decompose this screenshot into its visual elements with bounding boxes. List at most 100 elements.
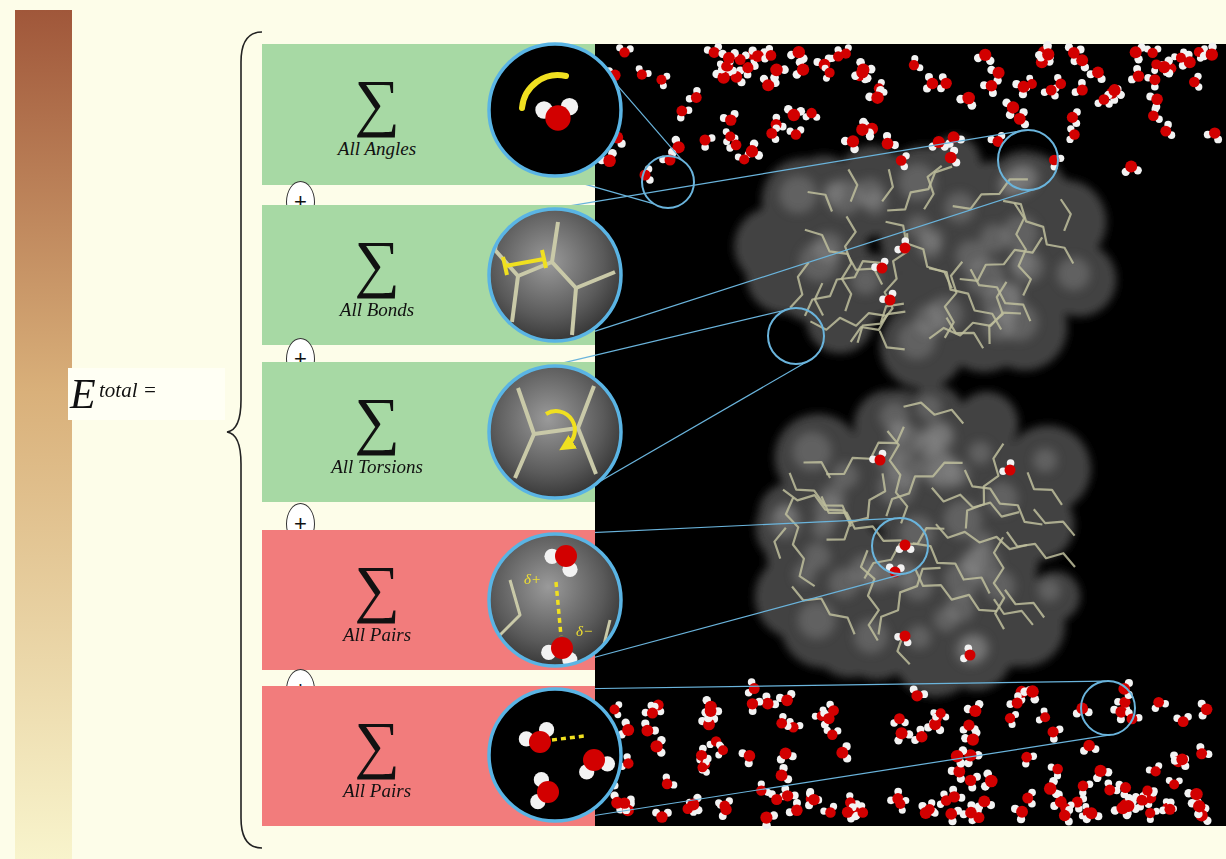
- water-molecule: [766, 125, 780, 143]
- water-molecule: [856, 118, 874, 137]
- oxygen-atom: [760, 812, 772, 824]
- water-molecule: [980, 80, 997, 97]
- bond-stick: [1034, 509, 1075, 535]
- oxygen-atom: [782, 790, 793, 801]
- bond-stick: [904, 403, 964, 424]
- water-molecule: [1171, 49, 1187, 63]
- oxygen-atom: [756, 785, 766, 795]
- oxygen-atom: [1069, 129, 1080, 140]
- leader-line: [579, 362, 806, 493]
- oxygen-atom: [623, 758, 633, 768]
- oxygen-atom: [808, 794, 820, 806]
- water-molecule: [896, 540, 915, 554]
- water-molecule: [1044, 777, 1061, 798]
- water-molecule: [618, 719, 635, 739]
- oxygen-atom: [900, 243, 911, 254]
- surface-highlight: [1038, 579, 1061, 602]
- leader-line: [565, 574, 904, 666]
- oxygen-atom: [894, 713, 905, 724]
- bond-stick: [887, 167, 952, 211]
- bond-stick: [960, 237, 1042, 280]
- oxygen-atom: [806, 108, 816, 118]
- oxygen-atom: [705, 705, 717, 717]
- oxygen-atom: [1086, 807, 1098, 819]
- oxygen-atom: [641, 725, 653, 737]
- water-molecule: [1144, 45, 1161, 58]
- water-molecule: [786, 799, 803, 816]
- oxygen-atom: [609, 70, 620, 81]
- oxygen-atom: [1068, 47, 1080, 59]
- term-text-column: ∑All Pairs: [262, 686, 492, 826]
- surface-highlight: [779, 175, 817, 213]
- water-molecule: [896, 152, 910, 170]
- oxygen-atom: [945, 152, 957, 164]
- oxygen-atom: [963, 720, 974, 731]
- oxygen-atom: [1016, 806, 1028, 818]
- water-molecule: [749, 47, 769, 62]
- water-molecule: [841, 135, 859, 153]
- water-molecule: [924, 799, 938, 816]
- focus-ring: [642, 156, 694, 208]
- water-molecule: [945, 807, 962, 826]
- oxygen-atom: [909, 60, 919, 70]
- water-molecule: [760, 811, 778, 829]
- water-molecule: [745, 678, 760, 696]
- oxygen-atom: [1142, 786, 1152, 796]
- bond-stick: [805, 261, 881, 316]
- surface-highlight: [969, 441, 992, 464]
- oxygen-atom: [1153, 697, 1164, 708]
- water-molecule: [784, 105, 805, 121]
- water-molecule: [610, 701, 623, 718]
- oxygen-atom: [965, 807, 977, 819]
- bond-stick: [790, 262, 808, 307]
- water-molecule: [787, 126, 805, 139]
- water-molecule: [1021, 752, 1037, 768]
- water-molecule: [697, 759, 709, 776]
- gradient-bar: [15, 10, 72, 859]
- oxygen-atom: [709, 47, 720, 58]
- water-molecule: [820, 709, 834, 728]
- water-molecule: [1048, 763, 1063, 779]
- water-molecule: [911, 726, 927, 744]
- oxygen-atom: [742, 62, 753, 73]
- oxygen-atom: [619, 47, 629, 57]
- oxygen-atom: [969, 705, 981, 717]
- oxygen-atom: [895, 799, 905, 809]
- oxygen-atom: [723, 52, 735, 64]
- bond-stick: [1005, 590, 1044, 618]
- water-molecule: [720, 110, 739, 126]
- water-molecule: [715, 741, 728, 758]
- leader-line: [549, 681, 1105, 689]
- water-molecule: [871, 258, 888, 274]
- water-molecule: [739, 749, 756, 767]
- oxygen-atom: [842, 807, 853, 818]
- focus-ring: [872, 518, 928, 574]
- oxygen-atom: [896, 155, 907, 166]
- water-molecule: [1080, 740, 1099, 755]
- oxygen-atom: [611, 132, 623, 144]
- surface-highlight: [944, 561, 981, 598]
- term-label: All Angles: [338, 139, 416, 158]
- water-molecule: [1011, 805, 1028, 824]
- oxygen-atom: [1125, 161, 1137, 173]
- oxygen-atom: [725, 114, 736, 125]
- water-molecule: [676, 106, 692, 122]
- oxygen-atom: [1147, 48, 1157, 58]
- bond-stick: [864, 528, 944, 578]
- oxygen-atom: [916, 731, 928, 743]
- oxygen-atom: [719, 801, 730, 812]
- water-molecule: [704, 705, 722, 722]
- water-molecule: [1146, 762, 1162, 776]
- oxygen-atom: [610, 704, 620, 714]
- water-molecule: [642, 703, 659, 719]
- water-molecule: [701, 696, 717, 717]
- bond-stick: [1028, 472, 1062, 505]
- bond-stick: [600, 620, 610, 660]
- water-molecule: [762, 692, 779, 709]
- bond-stick: [848, 169, 857, 201]
- oxygen-atom: [856, 124, 868, 136]
- focus-ring: [1081, 681, 1135, 735]
- bond-stick: [880, 331, 905, 349]
- water-molecule: [776, 713, 791, 730]
